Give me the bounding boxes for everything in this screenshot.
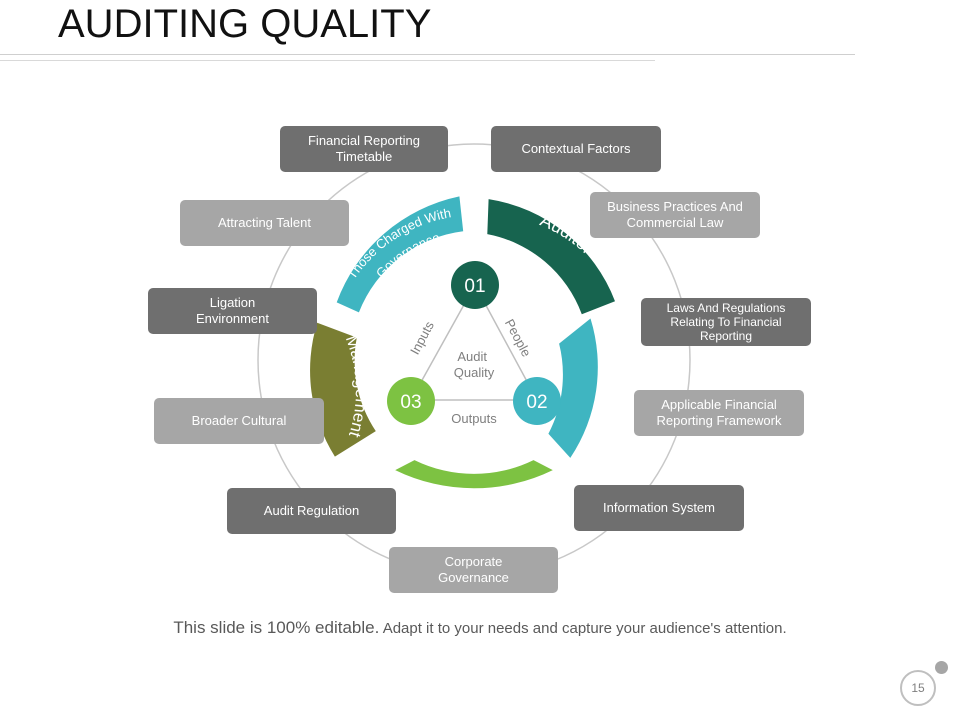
title-divider [0,54,855,55]
segment-label-users: Users [450,485,498,507]
node-03: 03 [387,377,435,425]
node-03-label: 03 [400,392,421,413]
factor-information-system: Information System [574,485,744,531]
edge-label-inputs: Inputs [407,318,437,357]
factor-label: Attracting Talent [218,215,311,230]
title-divider-secondary [0,60,655,61]
segment-governance: Those Charged With Governance [336,196,464,313]
factor-label: Broader Cultural [191,413,287,428]
node-01: 01 [451,261,499,309]
factor-audit-regulation: Audit Regulation [227,488,396,534]
footer-rest: Adapt it to your needs and capture your … [382,620,787,637]
center-label: Audit Quality [454,349,495,380]
factor-contextual-factors: Contextual Factors [491,126,661,172]
node-02-label: 02 [526,392,547,413]
page-number: 15 [900,670,936,706]
factor-label: Contextual Factors [521,141,631,156]
edge-label-people: People [502,316,534,359]
center-label-line2: Quality [454,365,495,380]
factor-broader-cultural: Broader Cultural [154,398,324,444]
footer-bold: This slide is 100% editable. [173,618,380,637]
segment-users: Users [395,460,553,506]
page-indicator-dot [935,661,948,674]
svg-text:Users: Users [450,485,498,507]
edge-label-outputs: Outputs [451,411,497,426]
factor-label: Information System [603,500,715,515]
center-label-line1: Audit [457,349,487,364]
factor-attracting-talent: Attracting Talent [180,200,349,246]
node-01-label: 01 [464,276,485,297]
factor-label: Audit Regulation [263,503,360,518]
slide-title: AUDITING QUALITY [58,2,432,46]
node-02: 02 [513,377,561,425]
segment-regulators: Regulators [548,318,621,458]
footer-caption: This slide is 100% editable. Adapt it to… [0,618,960,638]
